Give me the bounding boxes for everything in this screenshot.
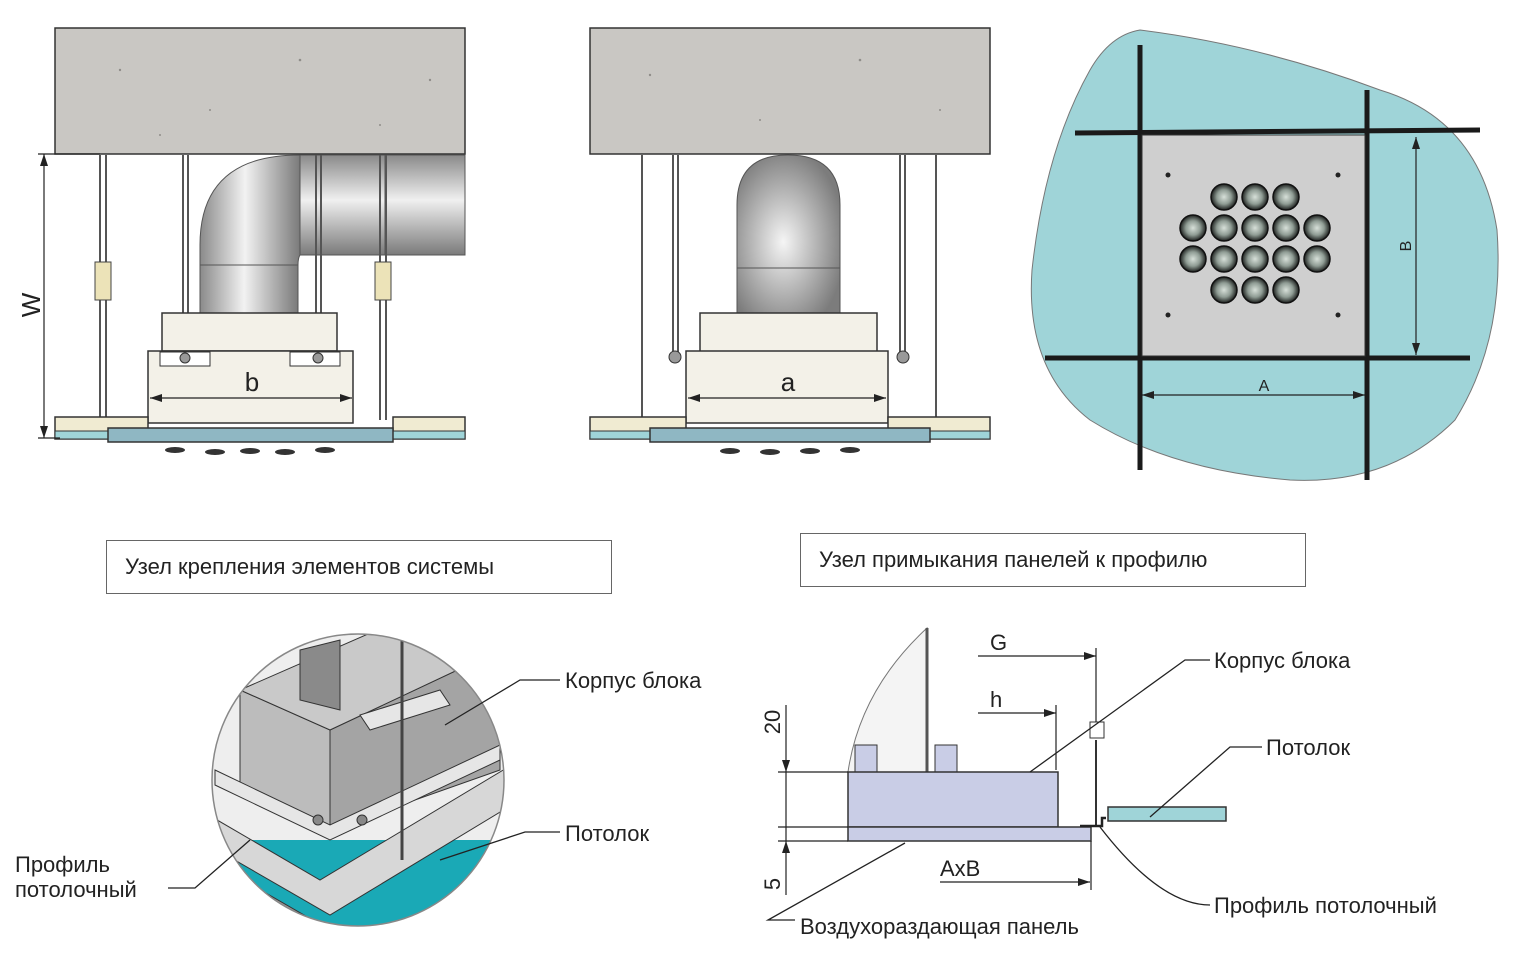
unit-collar	[161, 312, 338, 352]
nozzle	[1210, 245, 1238, 273]
nozzle-jets	[165, 447, 335, 455]
iso-label-ceiling: Потолок	[565, 821, 649, 846]
detail-section: G h 20 5 AxB Корпус блока Потолок Профил…	[760, 626, 1437, 939]
side-view-2: a	[589, 27, 991, 455]
nozzle	[1303, 214, 1331, 242]
section-air-panel	[847, 826, 1092, 842]
concrete-speckles	[118, 58, 432, 136]
nozzle	[1272, 276, 1300, 304]
dimension-w: W	[16, 153, 100, 439]
section-label-profile: Профиль потолочный	[1214, 893, 1437, 918]
dimension-a-label: a	[781, 367, 796, 397]
nozzle	[1241, 183, 1269, 211]
duct-horizontal	[299, 154, 466, 256]
iso-label-profile-line2: потолочный	[15, 877, 137, 902]
unit-body-2	[685, 350, 889, 424]
dimension-b: b	[150, 367, 352, 402]
dim-20-label: 20	[760, 710, 785, 734]
dim-h-label: h	[990, 687, 1002, 712]
air-panel	[107, 427, 394, 443]
nozzle	[1303, 245, 1331, 273]
panel-screws	[1165, 172, 1341, 318]
nozzle	[1210, 214, 1238, 242]
caption-mounting: Узел крепления элементов системы	[106, 540, 612, 594]
dim-G-label: G	[990, 630, 1007, 655]
nozzle	[1241, 245, 1269, 273]
nozzle	[1179, 214, 1207, 242]
dimension-A-label: A	[1259, 378, 1270, 395]
nozzle	[1210, 276, 1238, 304]
detail-iso: Корпус блока Потолок Профиль потолочный	[15, 633, 702, 927]
side-view-1: W b	[16, 27, 466, 455]
concrete-slab-2	[589, 27, 991, 155]
nozzle	[1272, 183, 1300, 211]
unit-collar-2	[699, 312, 878, 354]
section-label-panel: Воздухораздающая панель	[800, 914, 1079, 939]
nozzle	[1272, 245, 1300, 273]
nozzle	[1241, 214, 1269, 242]
air-panel-2	[649, 427, 931, 443]
dimension-B: B	[1398, 137, 1420, 355]
section-label-body: Корпус блока	[1214, 648, 1351, 673]
caption-junction: Узел примыкания панелей к профилю	[800, 533, 1306, 587]
section-unit-body	[847, 771, 1059, 828]
section-label-ceiling: Потолок	[1266, 735, 1350, 760]
nozzle	[1210, 183, 1238, 211]
iso-label-profile-line1: Профиль	[15, 852, 110, 877]
nozzle	[1241, 276, 1269, 304]
dimension-A: A	[1142, 378, 1365, 399]
dimension-b-label: b	[245, 367, 259, 397]
dome-plenum	[736, 154, 841, 314]
section-ceiling	[1107, 806, 1227, 822]
hanger-rods-2	[641, 155, 937, 420]
nozzle	[1179, 245, 1207, 273]
nozzle	[1272, 214, 1300, 242]
section-dimensions: G h 20 5 AxB	[760, 630, 1097, 895]
iso-label-body: Корпус блока	[565, 668, 702, 693]
dimension-w-label: W	[16, 292, 46, 317]
dimension-B-label: B	[1398, 241, 1415, 252]
t-bar-grid	[1045, 45, 1481, 480]
dim-AxB-label: AxB	[940, 856, 980, 881]
duct-elbow	[199, 154, 301, 266]
dimension-a: a	[688, 367, 886, 402]
rod-coupler-right	[374, 261, 392, 301]
top-view: A B	[1030, 29, 1499, 481]
concrete-slab	[54, 27, 466, 155]
rod-coupler-left	[94, 261, 112, 301]
duct-vertical	[199, 264, 299, 314]
nozzle-array	[1179, 183, 1331, 304]
dim-5-label: 5	[760, 878, 785, 890]
